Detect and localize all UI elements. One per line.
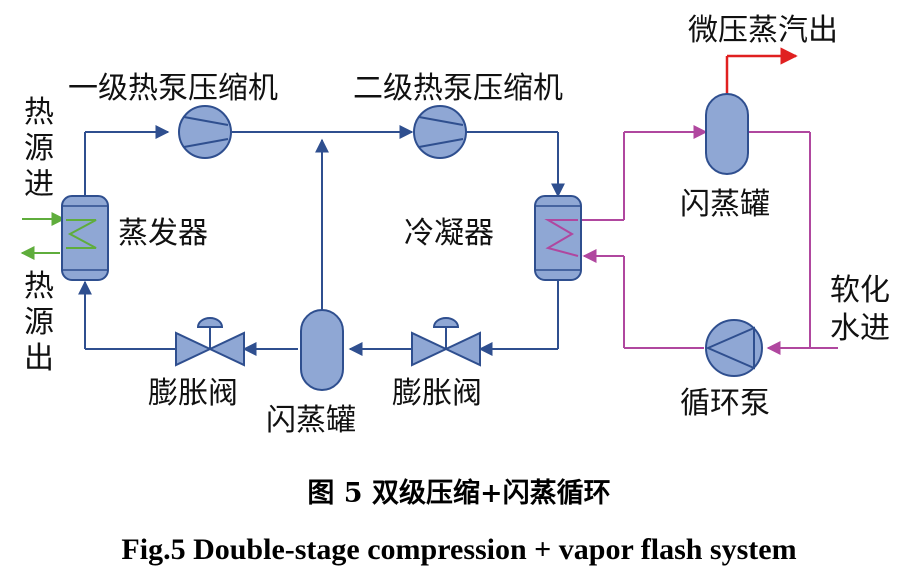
stage2-compressor-label: 二级热泵压缩机 [353, 71, 563, 106]
condenser-label: 冷凝器 [404, 216, 494, 251]
expansion-valve-right-label: 膨胀阀 [392, 376, 482, 411]
flash-tank-top [705, 93, 749, 175]
caption-chinese: 图 5 双级压缩+闪蒸循环 [307, 477, 610, 509]
soft-water-in-line-2: 水进 [830, 311, 890, 346]
caption-english: Fig.5 Double-stage compression + vapor f… [121, 533, 796, 566]
evaporator [61, 195, 109, 281]
heat-source-in-char-1: 热 [24, 95, 54, 130]
heat-source-in-char-2: 源 [24, 131, 54, 166]
stage1-compressor-label: 一级热泵压缩机 [68, 71, 278, 106]
stage2-compressor-icon [413, 105, 467, 159]
evaporator-label: 蒸发器 [118, 216, 208, 251]
expansion-valve-left-icon [175, 317, 245, 367]
condenser [534, 195, 582, 281]
heat-source-out-char-3: 出 [24, 341, 54, 376]
flash-tank-top-label: 闪蒸罐 [680, 187, 770, 222]
stage1-compressor-icon [178, 105, 232, 159]
flash-tank-middle-label: 闪蒸罐 [266, 403, 356, 438]
soft-water-in-line-1: 软化 [830, 273, 890, 308]
water-lines [553, 125, 838, 355]
flash-tank-middle [300, 309, 344, 391]
refrigerant-lines [78, 125, 565, 356]
heat-source-out-char-2: 源 [24, 305, 54, 340]
steam-lines [725, 47, 798, 96]
circulation-pump-icon [705, 319, 763, 377]
heat-source-in-char-3: 进 [24, 167, 54, 202]
expansion-valve-left-label: 膨胀阀 [148, 376, 238, 411]
heat-source-out-char-1: 热 [24, 269, 54, 304]
expansion-valve-right-icon [411, 317, 481, 367]
circulation-pump-label: 循环泵 [680, 386, 770, 421]
steam-out-label: 微压蒸汽出 [688, 13, 838, 48]
